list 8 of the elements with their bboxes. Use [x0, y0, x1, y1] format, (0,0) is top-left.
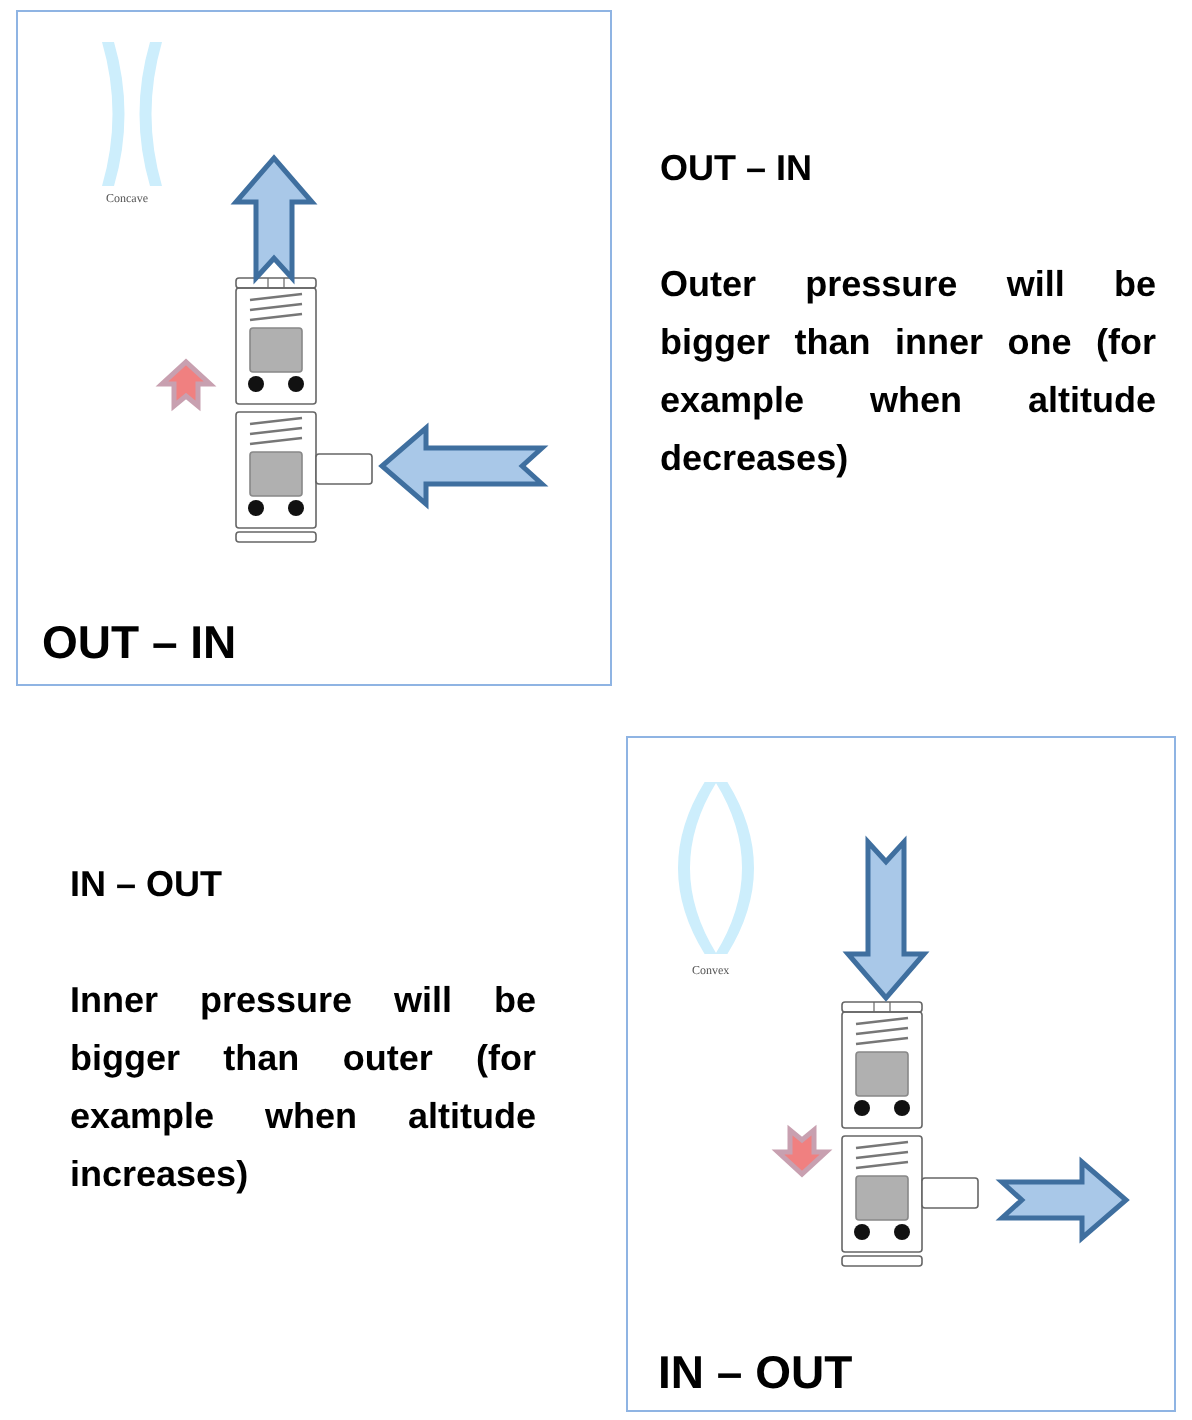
description-text: Inner pressure will be bigger than outer (for example when altitude increases) — [70, 978, 536, 1198]
heading: OUT – IN — [660, 146, 813, 192]
description-text: Outer pressure will be bigger than inner one (for example when altitude decreases) — [660, 262, 1156, 482]
diagram-panel — [16, 10, 612, 686]
heading: IN – OUT — [70, 862, 223, 908]
panel-title: IN – OUT — [658, 1346, 853, 1400]
diagram-panel — [626, 736, 1176, 1412]
panel-title: OUT – IN — [42, 616, 237, 670]
